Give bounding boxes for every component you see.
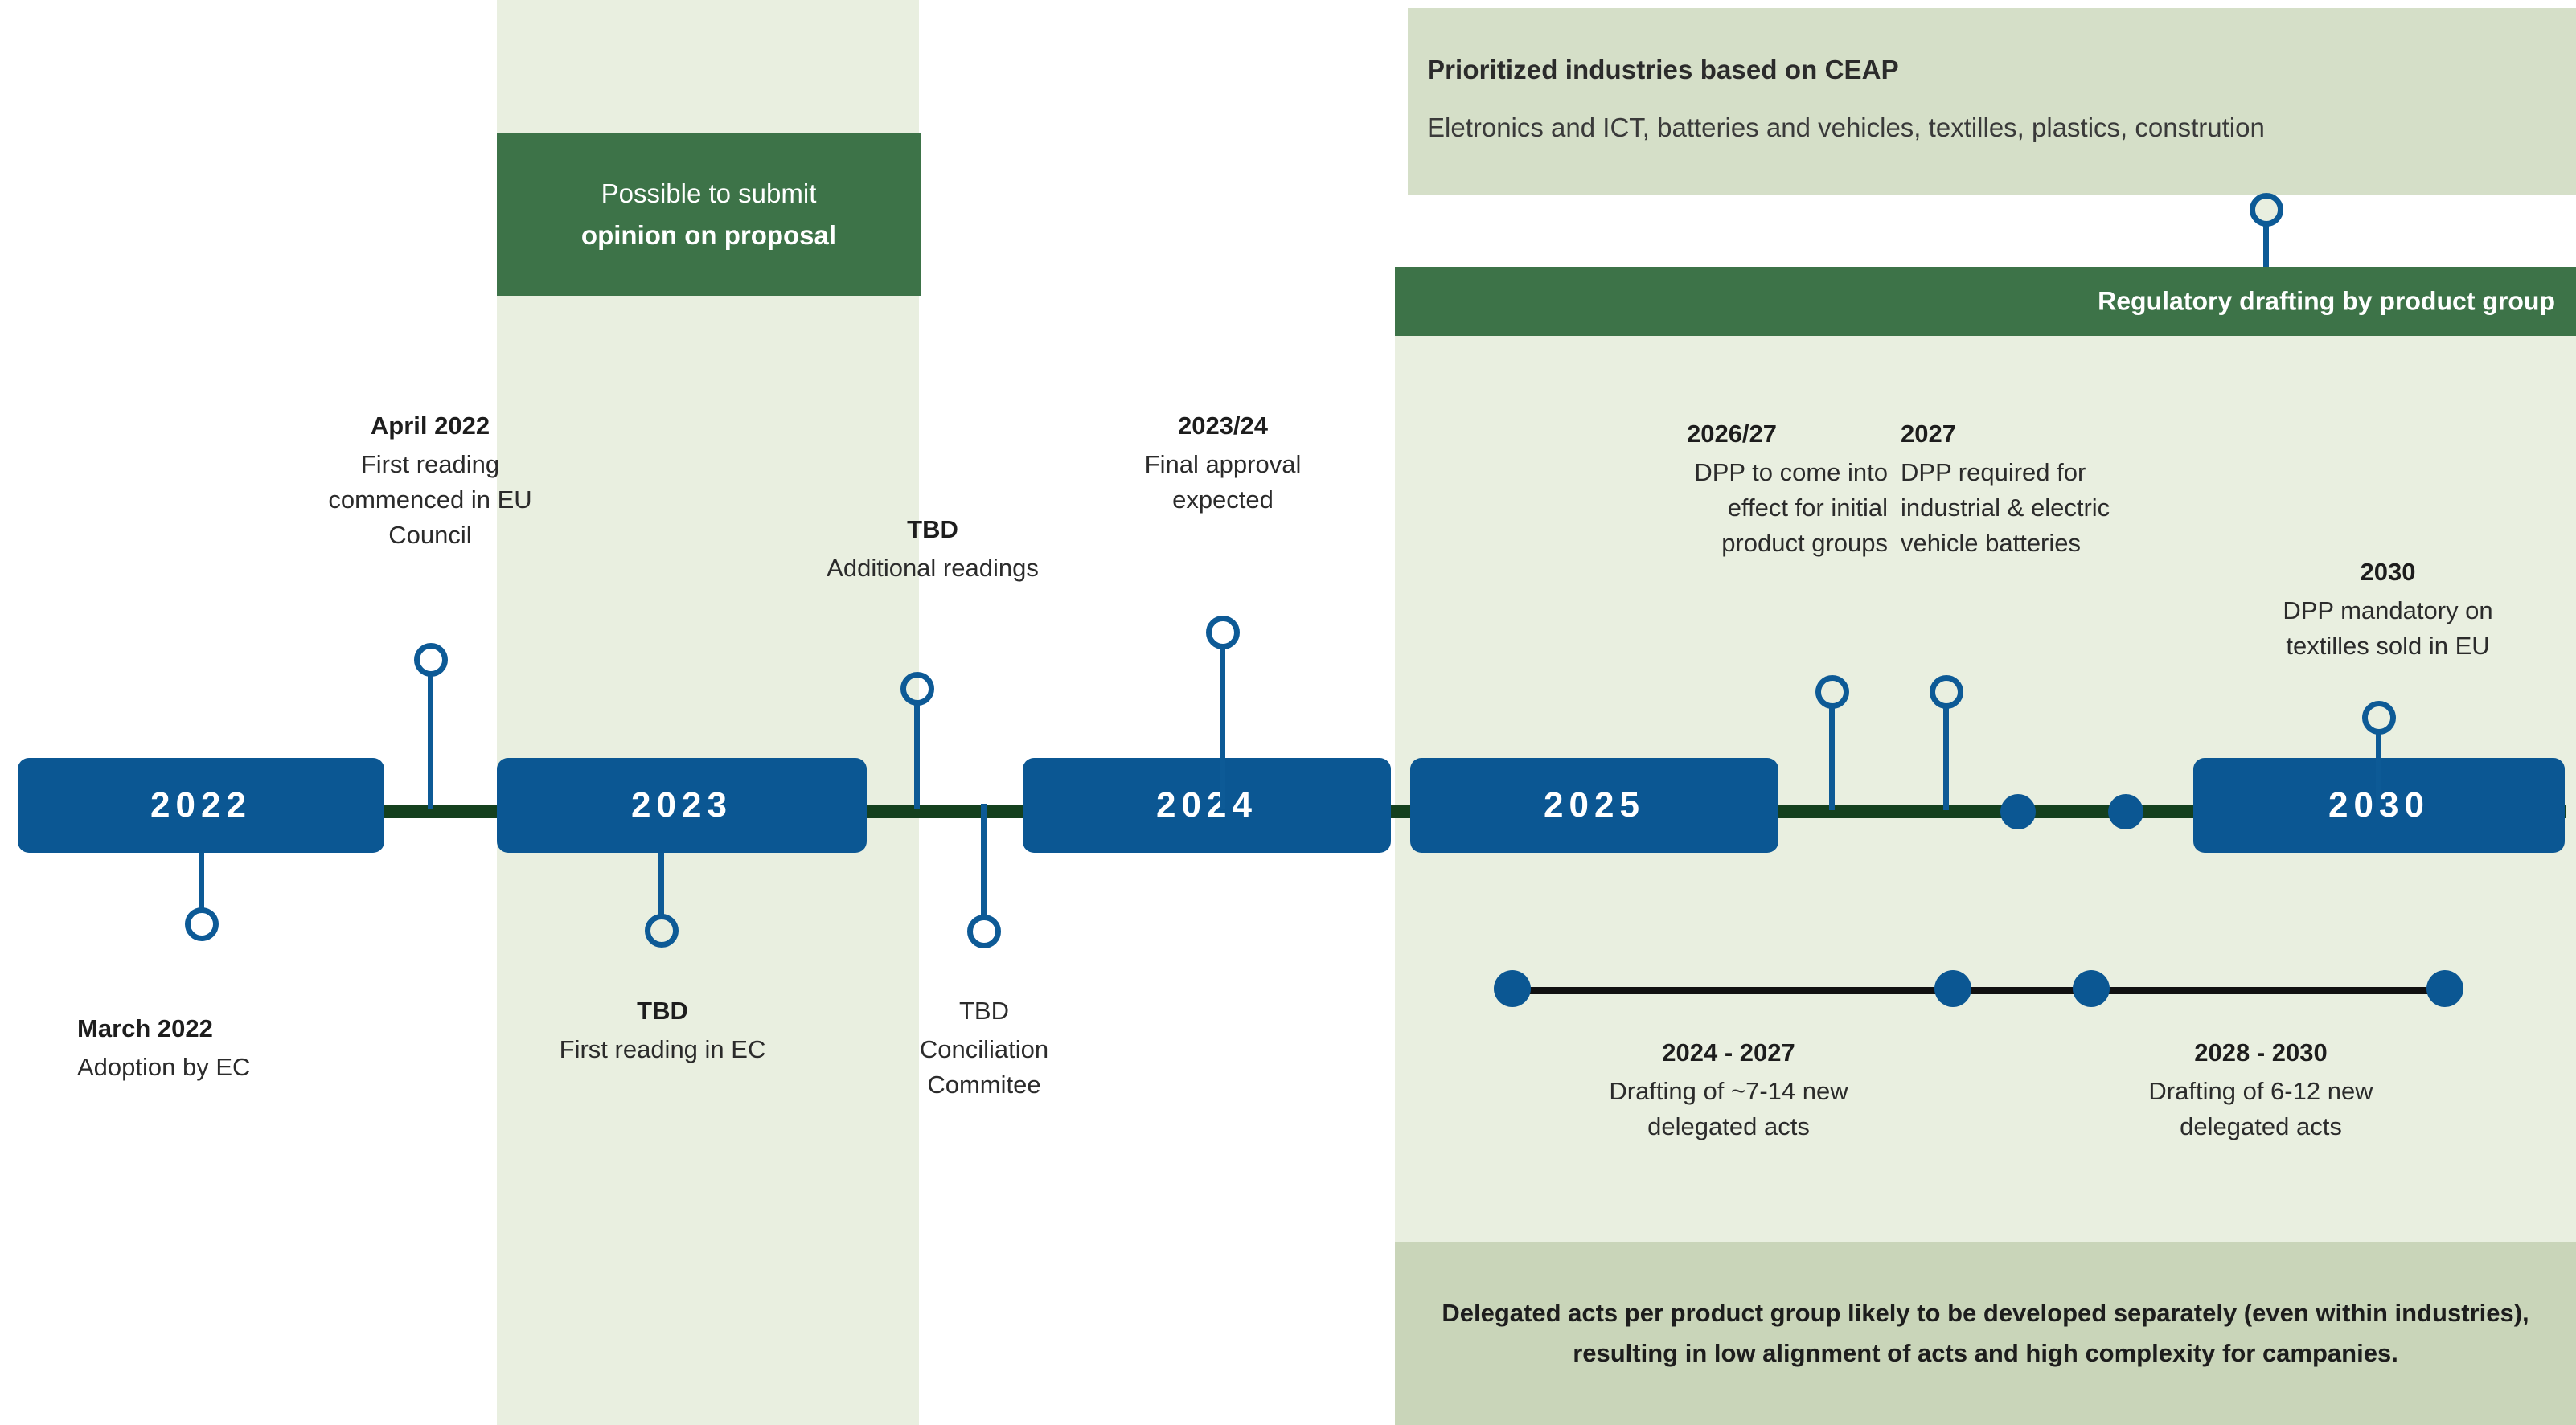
milestone-text: DPP mandatory on textilles sold in EU <box>2283 596 2493 661</box>
delegated-acts-dot-mid-b <box>2073 970 2110 1007</box>
delegated-acts-dot-end <box>2426 970 2463 1007</box>
milestone-tbd-first-reading: TBD First reading in EC <box>515 993 810 1067</box>
ceap-connector-circle-icon <box>2250 193 2283 227</box>
milestone-text: First reading commenced in EU Council <box>328 450 532 550</box>
pin-ring-icon <box>185 907 219 941</box>
pin-ring-icon <box>1930 675 1963 709</box>
milestone-text: DPP to come into effect for initial prod… <box>1694 458 1888 558</box>
year-label: 2022 <box>150 785 252 825</box>
regulatory-drafting-label: Regulatory drafting by product group <box>2098 286 2555 316</box>
delegated-acts-rule <box>1512 987 2444 994</box>
milestone-date: TBD <box>907 515 958 543</box>
pin-ring-icon <box>1206 616 1240 649</box>
period-text: Drafting of 6-12 new delegated acts <box>2148 1077 2373 1141</box>
period-label: 2024 - 2027 <box>1662 1038 1795 1067</box>
milestone-text: Conciliation Commitee <box>919 1035 1049 1099</box>
pin-april-2022 <box>414 643 448 809</box>
bottom-note-text: Delegated acts per product group likely … <box>1442 1298 2529 1367</box>
milestone-date: TBD <box>959 997 1009 1025</box>
pin-ring-icon <box>645 914 679 948</box>
pin-final-approval <box>1206 616 1240 809</box>
pin-tbd-additional-readings <box>900 672 934 809</box>
ceap-industries-card: Prioritized industries based on CEAP Ele… <box>1408 8 2576 195</box>
timeline-year-2024[interactable]: 2024 <box>1023 758 1391 853</box>
milestone-date: 2023/24 <box>1177 412 1269 440</box>
milestone-date: 2027 <box>1901 420 1956 448</box>
pin-dpp-initial-product-groups <box>1815 675 1849 810</box>
milestone-date: April 2022 <box>370 412 490 440</box>
year-label: 2024 <box>1156 785 1257 825</box>
ceap-connector-stem <box>2263 195 2269 283</box>
pin-tbd-first-reading <box>645 853 679 948</box>
opinion-on-proposal-badge: Possible to submit opinion on proposal <box>497 133 921 296</box>
milestone-date: 2026/27 <box>1686 420 1778 448</box>
delegated-acts-dot-mid-a <box>1934 970 1971 1007</box>
timeline-year-2025[interactable]: 2025 <box>1410 758 1778 853</box>
milestone-date: 2030 <box>2360 558 2416 586</box>
milestone-final-approval: 2023/24 Final approval expected <box>1076 408 1370 518</box>
pin-stem <box>428 674 433 809</box>
milestone-march-2022: March 2022 Adoption by EC <box>77 1011 367 1085</box>
pin-dpp-textiles <box>2362 701 2396 810</box>
delegated-acts-second-period: 2028 - 2030 Drafting of 6-12 new delegat… <box>2036 1035 2486 1145</box>
milestone-text: Final approval expected <box>1144 450 1302 514</box>
pin-tbd-conciliation <box>967 804 1001 948</box>
milestone-tbd-additional-readings: TBD Additional readings <box>756 512 1110 586</box>
milestone-dpp-textiles: 2030 DPP mandatory on textilles sold in … <box>2219 555 2557 664</box>
timeline-dot-a <box>2000 794 2036 829</box>
milestone-text: Adoption by EC <box>77 1053 251 1082</box>
pin-stem <box>1220 646 1225 809</box>
period-text: Drafting of ~7-14 new delegated acts <box>1609 1077 1848 1141</box>
ceap-title: Prioritized industries based on CEAP <box>1427 55 1899 84</box>
pin-ring-icon <box>900 672 934 706</box>
pin-stem <box>914 702 920 809</box>
period-label: 2028 - 2030 <box>2194 1038 2328 1067</box>
pin-ring-icon <box>414 643 448 677</box>
pin-stem <box>981 804 987 918</box>
timeline-dot-b <box>2108 794 2143 829</box>
pin-stem <box>1829 706 1835 810</box>
milestone-text: Additional readings <box>827 554 1039 583</box>
bottom-note-card: Delegated acts per product group likely … <box>1395 1242 2576 1425</box>
pin-dpp-batteries <box>1930 675 1963 810</box>
pin-ring-icon <box>967 915 1001 948</box>
pin-march-2022 <box>185 853 219 941</box>
milestone-date: March 2022 <box>77 1014 213 1042</box>
pin-stem <box>2376 731 2381 810</box>
milestone-date: TBD <box>637 997 688 1025</box>
timeline-year-2022[interactable]: 2022 <box>18 758 384 853</box>
year-label: 2025 <box>1544 785 1645 825</box>
pin-stem <box>199 853 204 911</box>
year-label: 2023 <box>631 785 732 825</box>
milestone-april-2022: April 2022 First reading commenced in EU… <box>265 408 595 553</box>
milestone-dpp-batteries: 2027 DPP required for industrial & elect… <box>1901 416 2222 561</box>
pin-ring-icon <box>2362 701 2396 735</box>
milestone-tbd-conciliation: TBD Conciliation Commitee <box>855 993 1113 1103</box>
delegated-acts-first-period: 2024 - 2027 Drafting of ~7-14 new delega… <box>1503 1035 1954 1145</box>
milestone-dpp-initial: 2026/27 DPP to come into effect for init… <box>1576 416 1888 561</box>
delegated-acts-dot-start <box>1494 970 1531 1007</box>
ceap-subtitle: Eletronics and ICT, batteries and vehicl… <box>1427 113 2265 142</box>
milestone-text: DPP required for industrial & electric v… <box>1901 458 2110 558</box>
pin-ring-icon <box>1815 675 1849 709</box>
milestone-text: First reading in EC <box>559 1035 766 1064</box>
regulatory-drafting-bar: Regulatory drafting by product group <box>1395 267 2576 336</box>
timeline-year-2023[interactable]: 2023 <box>497 758 867 853</box>
pin-stem <box>1943 706 1949 810</box>
opinion-badge-line2: opinion on proposal <box>580 219 837 250</box>
opinion-badge-line1: Possible to submit <box>601 178 817 209</box>
pin-stem <box>658 853 664 917</box>
